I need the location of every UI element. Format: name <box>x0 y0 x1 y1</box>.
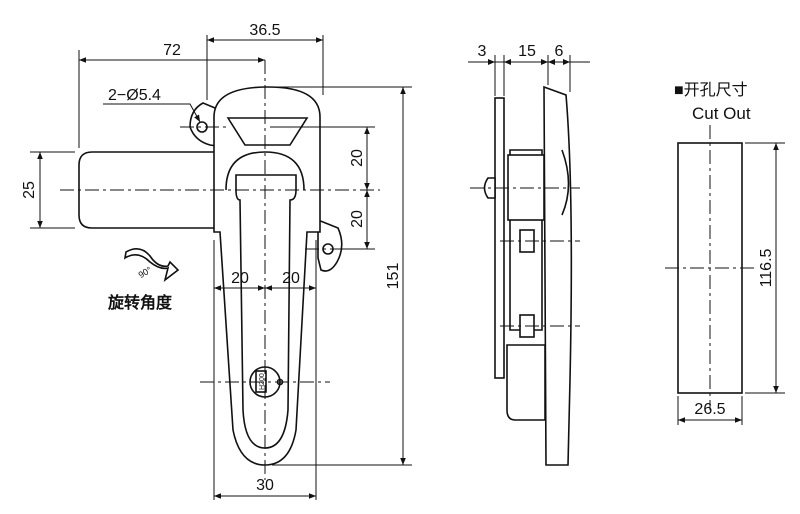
dim-half-right: 20 <box>282 270 300 287</box>
dim-cutout-height: 116.5 <box>758 248 775 287</box>
side-plate <box>494 97 505 379</box>
dim-holes: 2−Ø5.4 <box>108 87 161 104</box>
dim-height-upper-a: 20 <box>349 149 366 167</box>
dim-height-total: 151 <box>385 263 402 290</box>
rotation-angle-label: 旋转角度 <box>107 293 173 312</box>
dim-width-top: 36.5 <box>249 22 280 39</box>
rotation-arrow-icon: 90° <box>123 248 180 283</box>
svg-text:90°: 90° <box>137 264 154 280</box>
front-view: H200 72 36.5 2−Ø5.4 25 20 <box>21 22 412 500</box>
dim-bottom-width: 30 <box>256 477 274 494</box>
dim-handle-height: 25 <box>21 181 38 199</box>
inner-shaft <box>235 174 297 449</box>
dim-width-total: 72 <box>163 42 181 59</box>
dim-height-upper-b: 20 <box>349 210 366 228</box>
dim-side-c: 6 <box>555 43 564 60</box>
top-recess <box>226 117 309 146</box>
lock-body <box>213 86 321 466</box>
round-cap <box>225 151 305 191</box>
side-view: 3 15 6 <box>468 43 590 466</box>
cutout-title-cn: ■开孔尺寸 <box>674 81 748 99</box>
dim-side-b: 15 <box>518 43 536 60</box>
dim-half-left: 20 <box>231 270 249 287</box>
lower-ear <box>317 218 343 272</box>
side-handle <box>543 85 573 466</box>
dim-side-a: 3 <box>478 43 487 60</box>
cutout-title-en: Cut Out <box>692 104 751 123</box>
cutout-view: ■开孔尺寸 Cut Out 116.5 26.5 <box>665 81 785 425</box>
dim-cutout-width: 26.5 <box>694 401 725 418</box>
